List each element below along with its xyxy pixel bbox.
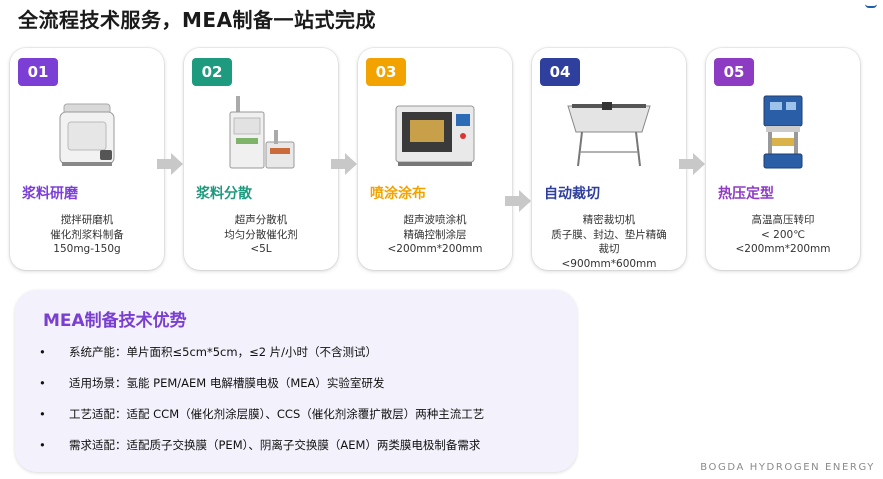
logo-mark <box>865 0 877 8</box>
step-number-badge: 03 <box>366 58 406 86</box>
step-line: 质子膜、封边、垫片精确 <box>551 228 667 241</box>
arrow-right-icon <box>331 153 357 175</box>
advantages-panel: MEA制备技术优势 • 系统产能：单片面积≤5cm*5cm，≤2 片/小时（不含测… <box>15 290 577 472</box>
step-title: 浆料分散 <box>196 186 252 202</box>
advantage-item: • 适用场景：氢能 PEM/AEM 电解槽膜电极（MEA）实验室研发 <box>39 375 384 391</box>
hot-press-icon <box>763 95 803 169</box>
step-line: 催化剂浆料制备 <box>50 228 124 241</box>
step-number-badge: 01 <box>18 58 58 86</box>
arrow-right-icon <box>505 190 531 212</box>
step-description: 超声波喷涂机 精确控制涂层 <200mm*200mm <box>362 213 508 257</box>
step-line: <200mm*200mm <box>387 243 483 255</box>
arrow-right-icon <box>157 153 183 175</box>
step-card-1: 01 浆料研磨 搅拌研磨机 催化剂浆料制备 150mg-150g <box>10 48 164 270</box>
step-line: <900mm*600mm <box>561 257 657 270</box>
step-line: 超声波喷涂机 <box>403 214 467 226</box>
step-line: 精确控制涂层 <box>403 228 467 241</box>
advantage-item: • 需求适配：适配质子交换膜（PEM）、阴离子交换膜（AEM）两类膜电极制备需求 <box>39 437 480 453</box>
spray-coater-icon <box>395 105 475 166</box>
step-title: 喷涂涂布 <box>370 186 426 202</box>
step-line: <200mm*200mm <box>735 243 831 255</box>
advantage-text: 适用场景：氢能 PEM/AEM 电解槽膜电极（MEA）实验室研发 <box>69 376 385 390</box>
step-line: <5L <box>250 243 272 255</box>
advantage-text: 需求适配：适配质子交换膜（PEM）、阴离子交换膜（AEM）两类膜电极制备需求 <box>69 438 481 452</box>
bullet-icon: • <box>39 376 46 390</box>
step-description: 精密裁切机 质子膜、封边、垫片精确 裁切 <900mm*600mm <box>536 213 682 271</box>
step-line: < 200℃ <box>761 228 805 241</box>
step-title: 热压定型 <box>718 186 774 202</box>
advantage-text: 工艺适配：适配 CCM（催化剂涂层膜）、CCS（催化剂涂覆扩散层）两种主流工艺 <box>69 407 485 421</box>
step-number-badge: 05 <box>714 58 754 86</box>
page-title: 全流程技术服务，MEA制备一站式完成 <box>18 8 377 32</box>
advantage-item: • 系统产能：单片面积≤5cm*5cm，≤2 片/小时（不含测试） <box>39 344 377 360</box>
brand-footer: BOGDA HYDROGEN ENERGY <box>700 462 875 473</box>
step-description: 超声分散机 均匀分散催化剂 <5L <box>188 213 334 257</box>
arrow-right-icon <box>679 153 705 175</box>
step-card-4: 04 自动裁切 精密裁切机 质子膜、封边、垫片精确 裁切 <900mm*600m… <box>532 48 686 270</box>
step-line: 精密裁切机 <box>582 214 636 226</box>
step-title: 自动裁切 <box>544 186 600 202</box>
advantages-title: MEA制备技术优势 <box>43 311 187 331</box>
step-description: 搅拌研磨机 催化剂浆料制备 150mg-150g <box>14 213 160 257</box>
step-number-badge: 04 <box>540 58 580 86</box>
mill-machine-icon <box>59 103 115 166</box>
step-line: 搅拌研磨机 <box>60 214 114 226</box>
advantage-item: • 工艺适配：适配 CCM（催化剂涂层膜）、CCS（催化剂涂覆扩散层）两种主流工艺 <box>39 406 484 422</box>
step-line: 均匀分散催化剂 <box>224 228 298 241</box>
bullet-icon: • <box>39 407 46 421</box>
step-line: 高温高压转印 <box>751 214 815 226</box>
cutting-plotter-icon <box>567 102 651 167</box>
step-number-badge: 02 <box>192 58 232 86</box>
step-card-3: 03 喷涂涂布 超声波喷涂机 精确控制涂层 <200mm*200mm <box>358 48 512 270</box>
bullet-icon: • <box>39 438 46 452</box>
step-card-2: 02 浆料分散 超声分散机 均匀分散催化剂 <5L <box>184 48 338 270</box>
advantage-text: 系统产能：单片面积≤5cm*5cm，≤2 片/小时（不含测试） <box>69 345 378 359</box>
bullet-icon: • <box>39 345 46 359</box>
step-line: 超声分散机 <box>234 214 288 226</box>
step-card-5: 05 热压定型 高温高压转印 < 200℃ <200mm*200mm <box>706 48 860 270</box>
step-line: 150mg-150g <box>53 243 121 255</box>
step-title: 浆料研磨 <box>22 186 78 202</box>
step-description: 高温高压转印 < 200℃ <200mm*200mm <box>710 213 856 257</box>
step-line: 裁切 <box>598 243 620 255</box>
disperser-machine-icon <box>229 96 295 169</box>
